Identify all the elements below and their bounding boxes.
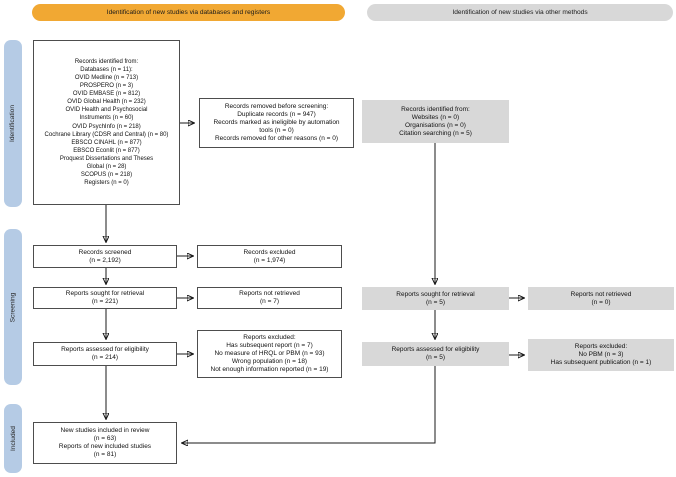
box-line: OVID EMBASE (n = 812) <box>72 91 141 98</box>
box-line: Proquest Dissertations and Theses <box>59 155 154 162</box>
box-records-screened: Records screened (n = 2,192) <box>33 245 177 268</box>
box-line: (n = 221) <box>91 298 119 305</box>
box-line: (n = 1,974) <box>253 256 286 264</box>
stage-label-included: Included <box>9 426 17 451</box>
stage-label-identification: Identification <box>9 104 17 143</box>
stage-bar-screening: Screening <box>4 229 22 385</box>
header-other-methods-label: Identification of new studies via other … <box>452 9 588 16</box>
header-databases-registers-label: Identification of new studies via databa… <box>106 9 271 16</box>
box-line: Records removed before screening: <box>224 103 329 110</box>
box-line: Citation searching (n = 5) <box>399 129 472 137</box>
header-other-methods: Identification of new studies via other … <box>367 4 673 21</box>
stage-bar-identification: Identification <box>4 40 22 207</box>
box-line: Registers (n = 0) <box>84 180 129 187</box>
box-line: Reports of new included studies <box>58 443 152 450</box>
box-line: Websites (n = 0) <box>411 113 460 121</box>
box-line: OVID Health and Psychosocial <box>65 107 148 114</box>
box-line: Records marked as ineligible by automati… <box>213 119 340 126</box>
box-line: OVID Global Health (n = 232) <box>67 99 146 106</box>
box-line: Records identified from: <box>401 105 470 113</box>
box-line: Duplicate records (n = 947) <box>237 111 316 118</box>
box-line: Reports assessed for eligibility <box>61 346 149 353</box>
box-line: PROSPERO (n = 3) <box>79 83 134 90</box>
box-line: Records removed for other reasons (n = 0… <box>214 135 338 142</box>
box-records-identified-databases: Records identified from: Databases (n = … <box>33 40 180 205</box>
box-line: EBSCO Econlit (n = 877) <box>73 147 140 154</box>
box-line: (n = 63) <box>93 435 117 442</box>
box-line: Records identified from: <box>74 58 139 65</box>
box-line: (n = 0) <box>591 298 611 306</box>
box-line: Has subsequent report (n = 7) <box>226 342 313 349</box>
box-other-reports-sought: Reports sought for retrieval (n = 5) <box>362 287 509 310</box>
box-line: SCOPUS (n = 218) <box>80 172 133 179</box>
box-reports-not-retrieved: Reports not retrieved (n = 7) <box>197 287 342 309</box>
box-other-records-identified: Records identified from: Websites (n = 0… <box>362 100 509 143</box>
box-other-reports-excluded: Reports excluded: No PBM (n = 3) Has sub… <box>528 339 674 371</box>
box-line: No PBM (n = 3) <box>578 351 624 358</box>
box-line: Wrong population (n = 18) <box>231 358 308 365</box>
box-other-reports-assessed: Reports assessed for eligibility (n = 5) <box>362 342 509 366</box>
box-line: Has subsequent publication (n = 1) <box>550 359 652 366</box>
box-other-reports-not-retrieved: Reports not retrieved (n = 0) <box>528 287 674 310</box>
box-line: Records screened <box>78 248 132 256</box>
box-line: Reports sought for retrieval <box>65 290 145 297</box>
box-line: OVID PsychInfo (n = 218) <box>72 123 141 130</box>
box-line: (n = 7) <box>260 298 279 305</box>
box-reports-assessed: Reports assessed for eligibility (n = 21… <box>33 342 177 366</box>
box-records-removed: Records removed before screening: Duplic… <box>199 98 354 148</box>
box-line: Organisations (n = 0) <box>405 121 466 129</box>
box-line: Reports sought for retrieval <box>396 290 475 298</box>
box-line: Global (n = 28) <box>86 163 127 170</box>
box-line: Reports excluded: <box>243 334 296 341</box>
stage-label-screening: Screening <box>9 292 17 322</box>
header-databases-registers: Identification of new studies via databa… <box>32 4 345 21</box>
box-reports-excluded: Reports excluded: Has subsequent report … <box>197 330 342 378</box>
box-line: Reports not retrieved <box>239 290 300 297</box>
box-line: Reports assessed for eligibility <box>391 346 480 353</box>
box-line: Not enough information reported (n = 19) <box>210 366 329 373</box>
box-line: New studies included in review <box>60 427 150 434</box>
box-line: tools (n = 0) <box>259 127 294 134</box>
box-line: Records excluded <box>243 248 296 256</box>
box-records-excluded: Records excluded (n = 1,974) <box>197 245 342 268</box>
box-line: (n = 214) <box>91 354 119 361</box>
box-line: No measure of HRQL or PBM (n = 93) <box>214 350 325 357</box>
box-line: Reports excluded: <box>574 343 628 350</box>
box-line: (n = 81) <box>93 451 117 458</box>
box-line: Instruments (n = 60) <box>79 115 134 122</box>
box-line: Cochrane Library (CDSR and Central) (n =… <box>44 131 169 138</box>
box-line: (n = 2,192) <box>89 256 121 264</box>
box-line: (n = 5) <box>426 298 445 306</box>
box-reports-sought: Reports sought for retrieval (n = 221) <box>33 287 177 309</box>
box-line: (n = 5) <box>426 354 445 361</box>
stage-bar-included: Included <box>4 404 22 473</box>
box-line: Reports not retrieved <box>570 290 632 298</box>
box-line: EBSCO CINAHL (n = 877) <box>71 139 142 146</box>
box-line: Databases (n = 11): <box>80 66 133 73</box>
box-new-studies-included: New studies included in review (n = 63) … <box>33 422 177 464</box>
box-line: OVID Medline (n = 713) <box>74 74 139 81</box>
